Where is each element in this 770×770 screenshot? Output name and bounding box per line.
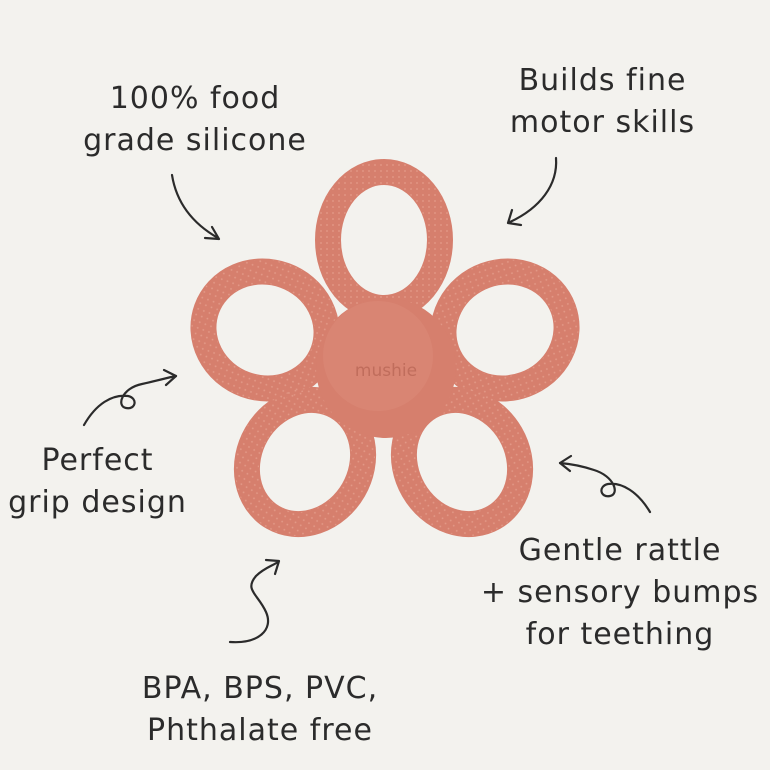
flower-teether-icon: mushie xyxy=(190,159,580,538)
callout-line: + sensory bumps xyxy=(480,575,760,610)
callout-line: motor skills xyxy=(509,105,696,140)
callout-motor-skills: Builds fine motor skills xyxy=(495,60,710,144)
callout-rattle: Gentle rattle + sensory bumps for teethi… xyxy=(470,530,770,656)
callout-food-grade: 100% food grade silicone xyxy=(70,78,320,162)
arrow-icon xyxy=(170,173,221,241)
callout-line: grip design xyxy=(8,485,187,520)
callout-line: Gentle rattle xyxy=(518,533,722,568)
callout-line: Builds fine xyxy=(518,63,687,98)
callout-line: grade silicone xyxy=(83,123,307,158)
callout-line: Phthalate free xyxy=(147,713,373,748)
arrow-icon xyxy=(82,368,178,427)
callout-line: Perfect xyxy=(41,443,154,478)
callout-line: 100% food xyxy=(109,81,281,116)
callout-grip: Perfect grip design xyxy=(0,440,195,524)
callout-line: for teething xyxy=(525,617,715,652)
arrow-icon xyxy=(558,454,652,514)
brand-mark: mushie xyxy=(355,361,417,381)
arrow-icon xyxy=(228,558,281,644)
callout-bpa-free: BPA, BPS, PVC, Phthalate free xyxy=(110,668,410,752)
callout-line: BPA, BPS, PVC, xyxy=(141,671,379,706)
arrow-icon xyxy=(506,156,558,227)
